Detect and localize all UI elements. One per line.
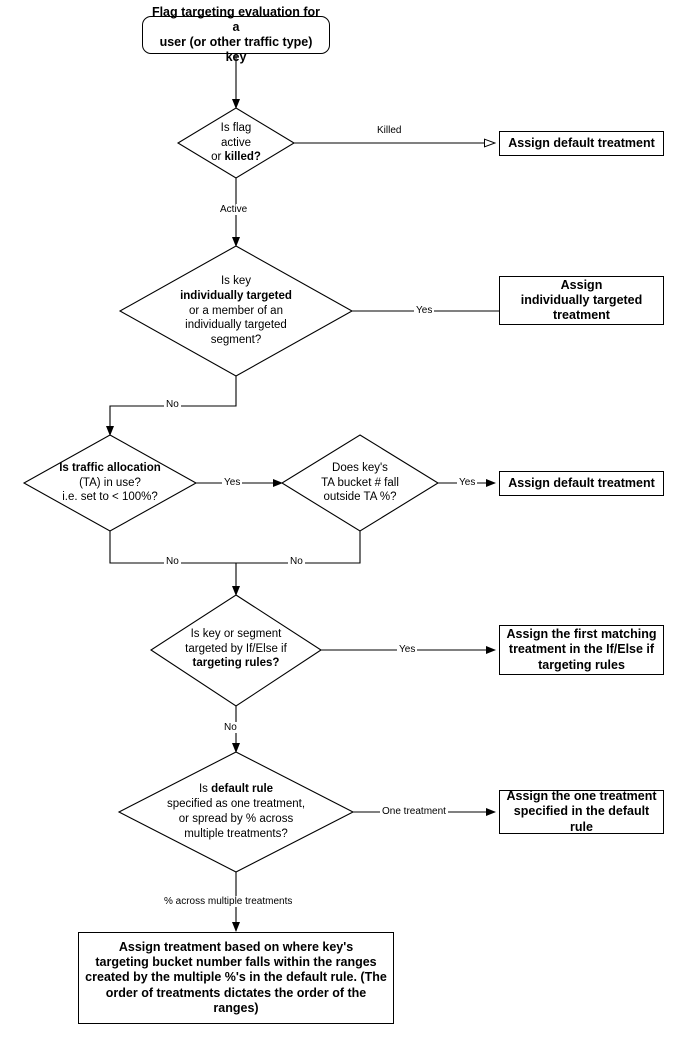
assign-ifelse-line-3: targeting rules: [538, 657, 625, 672]
edge-bucket-no: [236, 531, 361, 564]
assign-ranges-line-3: created by the multiple %'s in the defau…: [85, 970, 387, 985]
assign-default-killed-text: Assign default treatment: [508, 135, 655, 150]
edge-label-ta-yes: Yes: [222, 477, 243, 488]
outcome-assign-bucket-ranges: Assign treatment based on where key's ta…: [78, 932, 394, 1024]
edge-label-one-treatment: One treatment: [380, 806, 448, 817]
outcome-assign-ifelse-match: Assign the first matching treatment in t…: [499, 625, 664, 675]
start-node: Flag targeting evaluation for a user (or…: [142, 5, 330, 64]
decision-ifelse-rules-shape: [149, 594, 323, 707]
edge-label-individual-no: No: [164, 399, 181, 410]
edge-label-ta-no: No: [164, 556, 181, 567]
edge-label-individual-yes: Yes: [414, 305, 435, 316]
assign-individual-line-1: Assign: [560, 277, 603, 292]
assign-one-line-2: specified in the default rule: [513, 804, 650, 834]
assign-one-line-1: Assign the one treatment: [506, 789, 657, 804]
edge-label-ifelse-no: No: [222, 722, 239, 733]
edge-label-active: Active: [218, 204, 250, 215]
start-line-1: Flag targeting evaluation for a: [151, 4, 321, 34]
assign-ifelse-line-1: Assign the first matching: [506, 627, 657, 642]
decision-flag-state-shape: [176, 107, 296, 179]
assign-ifelse-line-2: treatment in the If/Else if: [508, 642, 655, 657]
assign-default-ta-text: Assign default treatment: [508, 475, 655, 490]
start-line-2: user (or other traffic type) key: [159, 35, 313, 65]
decision-ta-bucket-shape: [280, 434, 440, 532]
assign-ranges-line-4: order of treatments dictates the order o…: [105, 985, 367, 1015]
decision-individual-targeting-shape: [118, 245, 354, 377]
decision-traffic-allocation-shape: [22, 434, 198, 532]
outcome-assign-one-treatment: Assign the one treatment specified in th…: [499, 789, 664, 834]
assign-individual-line-2: individually targeted: [520, 292, 643, 307]
assign-ranges-line-2: targeting bucket number falls within the…: [95, 955, 377, 970]
edge-label-percent-across: % across multiple treatments: [162, 896, 295, 907]
decision-default-rule-shape: [117, 751, 355, 873]
assign-ranges-line-1: Assign treatment based on where key's: [118, 939, 354, 954]
outcome-assign-default-ta: Assign default treatment: [499, 471, 664, 496]
outcome-assign-individually-targeted: Assign individually targeted treatment: [499, 276, 664, 325]
outcome-assign-default-killed: Assign default treatment: [499, 131, 664, 156]
edge-label-ifelse-yes: Yes: [397, 644, 418, 655]
assign-individual-line-3: treatment: [553, 308, 610, 323]
edge-label-bucket-yes: Yes: [457, 477, 478, 488]
edge-label-killed: Killed: [375, 125, 404, 136]
edge-ta-no: [109, 531, 236, 564]
edge-label-bucket-no: No: [288, 556, 305, 567]
